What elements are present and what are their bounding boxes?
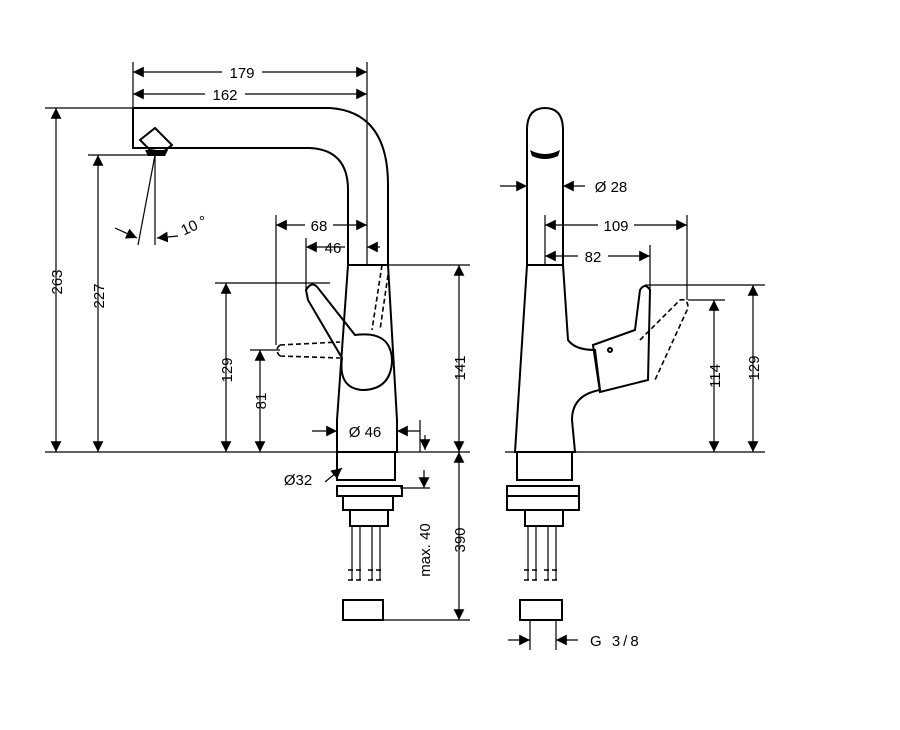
dim-227: 227	[91, 283, 108, 308]
spout-outline	[132, 107, 389, 265]
dim-129-left: 129	[219, 357, 236, 382]
plate	[349, 509, 389, 527]
dim-141: 141	[452, 355, 469, 380]
front-aerator	[530, 150, 560, 159]
hoses-left	[351, 526, 381, 580]
side-view: 179 162 263 227 10 ° 68 46 129	[45, 62, 470, 621]
hose-fittings-right	[519, 599, 563, 621]
dim-390: 390	[452, 527, 469, 552]
front-washer	[506, 495, 580, 511]
base-ring	[336, 452, 396, 481]
dim-179: 179	[229, 65, 254, 82]
washer	[342, 495, 394, 511]
dim-10-degrees: 10 °	[178, 213, 210, 240]
lever-handle	[304, 283, 394, 392]
front-lever-alt	[639, 298, 689, 381]
front-body	[513, 264, 602, 453]
hose-fittings-left	[342, 599, 384, 621]
dim-114: 114	[707, 364, 724, 388]
aerator-icon	[138, 126, 174, 154]
front-view: Ø 28 109 82 114 129 G 3/8	[500, 106, 765, 650]
mounting-nut	[336, 485, 403, 497]
dim-g-3-8: G 3/8	[590, 633, 642, 650]
dim-129-right: 129	[746, 355, 763, 380]
body-inner-dashed	[371, 264, 389, 331]
dim-263: 263	[49, 269, 66, 294]
front-plate	[524, 509, 564, 527]
front-spout-column	[526, 106, 564, 266]
hoses-right	[527, 526, 557, 580]
dim-68: 68	[311, 218, 328, 235]
dim-max-40: max. 40	[417, 523, 434, 576]
front-mounting-nut	[506, 485, 580, 497]
dim-diameter-32: Ø32	[284, 472, 312, 489]
dim-diameter-28: Ø 28	[595, 179, 628, 196]
hose-thread-right	[524, 569, 560, 581]
dim-162: 162	[212, 87, 237, 104]
front-base-ring	[516, 452, 573, 481]
dim-109: 109	[603, 218, 628, 235]
dim-diameter-46: Ø 46	[349, 424, 382, 441]
dim-46-lever: 46	[325, 240, 342, 257]
dim-82: 82	[585, 249, 602, 266]
front-lever	[591, 285, 652, 394]
aerator-outlet	[145, 150, 168, 156]
dim-81: 81	[253, 393, 270, 410]
lever-alt-position	[276, 341, 341, 359]
hose-thread-left	[348, 569, 384, 581]
